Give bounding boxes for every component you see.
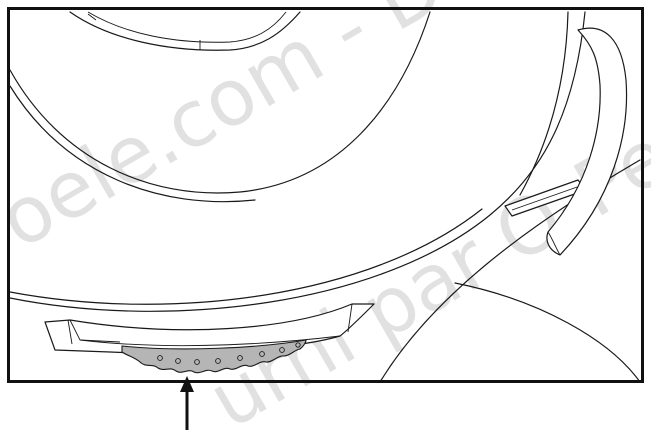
rotary-dial-body [121, 339, 307, 374]
base-ring-curve [454, 282, 641, 383]
watermark-text-top: oele.com - Do [0, 0, 499, 266]
lid-dome-curve-inner [9, 85, 256, 203]
top-handle-notch [87, 13, 201, 50]
rotary-dial [121, 339, 307, 374]
lid-dome-curve [9, 11, 431, 194]
side-handle [546, 27, 628, 256]
top-handle-curve-1 [69, 11, 301, 51]
figure-frame [7, 7, 644, 383]
right-seam-line [519, 11, 569, 196]
pointer-arrow [180, 376, 194, 430]
top-handle-curve-2 [87, 11, 287, 43]
lid-inner-edge [9, 208, 483, 305]
lid-outer-edge [9, 11, 586, 312]
